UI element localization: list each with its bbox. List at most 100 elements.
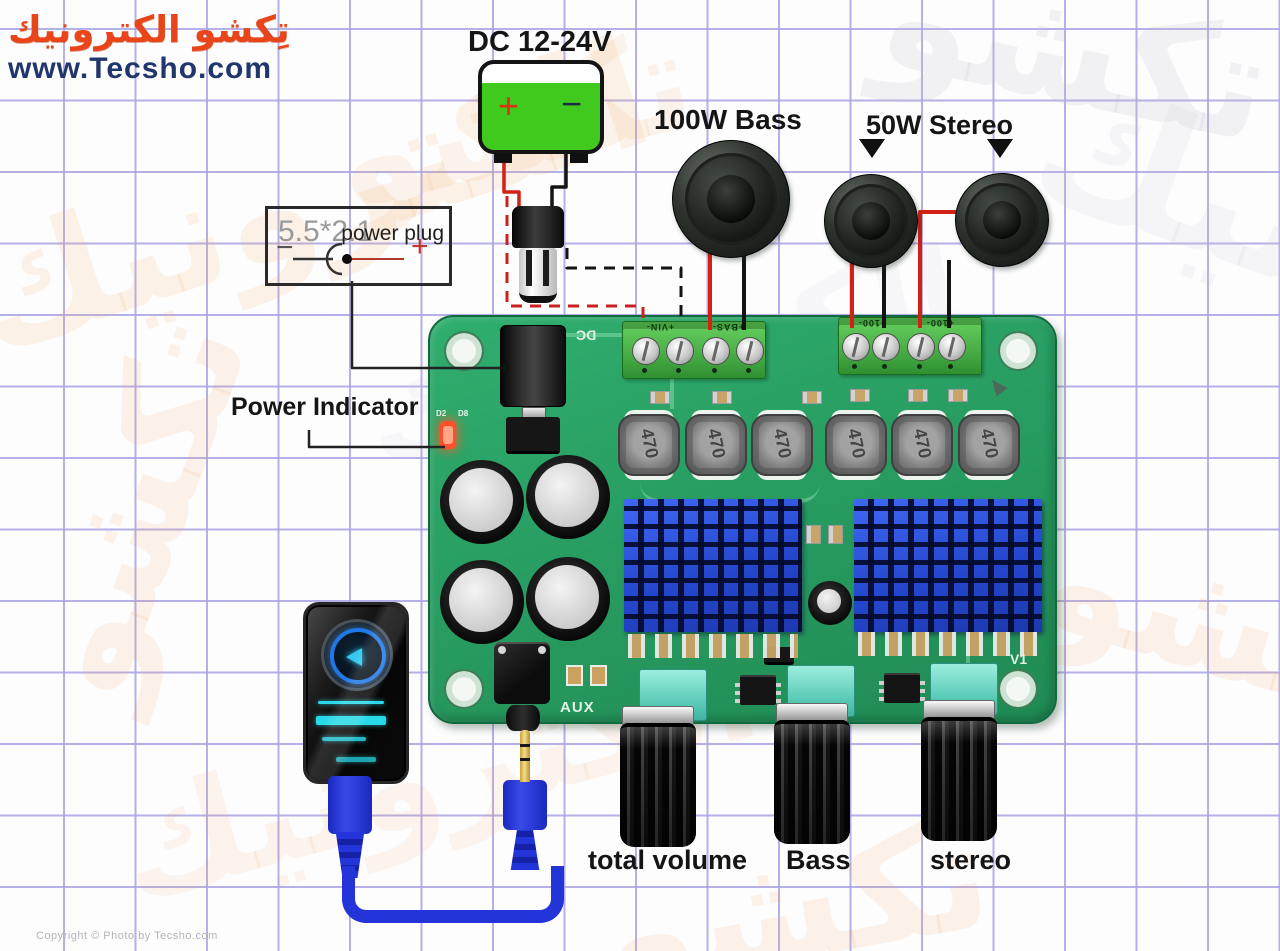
waveform-bar — [316, 716, 386, 725]
mounting-hole — [998, 669, 1038, 709]
terminal-hole — [642, 368, 647, 373]
smd-capacitor — [850, 389, 870, 402]
bass-label: Bass — [786, 845, 851, 875]
background-watermark: تكشو — [866, 0, 1280, 178]
inductor: 470 — [685, 414, 747, 476]
inductor: 470 — [958, 414, 1020, 476]
inductor: 470 — [825, 414, 887, 476]
smd-resistor — [590, 665, 607, 686]
filter-capacitor — [526, 455, 610, 539]
smd-transistor — [506, 417, 560, 454]
tecsho-arabic-logo: تِكشو الكترونيك — [8, 8, 290, 51]
smd-capacitor — [650, 391, 670, 404]
aux-cable-plug-right — [503, 780, 547, 830]
dc-plug-barrel — [519, 248, 557, 303]
dc-plug-cap — [512, 206, 564, 248]
terminal-screw — [632, 337, 660, 365]
terminal-block-power-bass: +VIN- +BAS- — [622, 321, 766, 379]
terminal-block-stereo-out: +100- +100- — [838, 317, 982, 375]
mounting-hole — [444, 669, 484, 709]
plug-size-label: 5.5*2.1 — [278, 215, 374, 248]
inductor: 470 — [891, 414, 953, 476]
smd-capacitor — [828, 525, 843, 544]
battery-terminal-negative — [570, 153, 588, 163]
terminal-hole — [746, 368, 751, 373]
power-indicator-pointer-line — [307, 430, 445, 449]
terminal-screw — [736, 337, 764, 365]
led-ref-d2: D2 — [436, 409, 447, 418]
smd-capacitor — [802, 391, 822, 404]
bass-knob[interactable] — [774, 720, 850, 844]
terminal-screw — [907, 333, 935, 361]
background-watermark: تكشو — [1023, 489, 1280, 765]
waveform-bar — [336, 757, 376, 762]
power-led — [440, 421, 456, 449]
smd-capacitor — [806, 525, 821, 544]
inductor: 470 — [751, 414, 813, 476]
power-indicator-label: Power Indicator — [231, 393, 419, 421]
plug-spec-box: 5.5*2.1 power plug − + — [265, 206, 452, 286]
resistor-row-right — [858, 632, 1040, 656]
terminal-hole — [852, 364, 857, 369]
filter-capacitor — [440, 560, 524, 644]
stereo-speaker-dome — [983, 201, 1021, 239]
waveform-bar — [322, 737, 366, 741]
heatsink-left — [624, 499, 802, 632]
plug-minus-symbol: − — [276, 231, 294, 264]
bass-speaker-dome — [707, 175, 755, 223]
play-icon — [346, 648, 362, 666]
stereo-speaker-dome — [852, 202, 890, 240]
terminal-hole — [882, 364, 887, 369]
mounting-hole — [444, 331, 484, 371]
aux-silkscreen: AUX — [560, 699, 595, 716]
stereo-speaker-right — [955, 173, 1049, 267]
terminal-hole — [712, 368, 717, 373]
terminal-screw — [842, 333, 870, 361]
plug-name-label: power plug — [341, 222, 444, 245]
terminal-silk-bass: +BAS- — [711, 322, 745, 332]
player-control-ring — [321, 619, 393, 691]
smd-capacitor — [712, 391, 732, 404]
inductor-value: 470 — [909, 426, 936, 461]
stereo-knob[interactable] — [921, 717, 997, 841]
background-watermark: تكشو — [0, 293, 284, 721]
dc-plug-lug — [543, 250, 549, 286]
resistor-row-left — [628, 634, 798, 658]
amplifier-board: DC D2 D8 +VIN- +BAS- +100- +100- — [428, 315, 1057, 731]
inductor-value: 470 — [636, 426, 663, 461]
inductor-value: 470 — [769, 426, 796, 461]
terminal-screw — [702, 337, 730, 365]
plug-plus-symbol: + — [411, 230, 429, 263]
terminal-hole — [676, 368, 681, 373]
smd-capacitor — [908, 389, 928, 402]
terminal-hole — [917, 364, 922, 369]
terminal-silk-vin: +VIN- — [645, 322, 675, 332]
aux-input-jack — [494, 642, 550, 704]
tecsho-site-url: www.Tecsho.com — [8, 52, 273, 85]
total-volume-label: total volume — [588, 845, 748, 875]
terminal-screw — [872, 333, 900, 361]
copyright-text: Copyright © Photo by Tecsho.com — [36, 930, 218, 942]
inductor-value: 470 — [703, 426, 730, 461]
opamp-ic — [879, 673, 925, 703]
mounting-hole — [998, 331, 1038, 371]
smd-capacitor — [948, 389, 968, 402]
battery-negative-wire — [550, 150, 568, 208]
inductor-value: 470 — [976, 426, 1003, 461]
volume-knob[interactable] — [620, 723, 696, 847]
terminal-screw — [666, 337, 694, 365]
inductor: 470 — [618, 414, 680, 476]
battery-minus-symbol: − — [560, 83, 582, 124]
stereo-speaker-label: 50W Stereo — [866, 110, 1014, 140]
bass-speaker-label: 100W Bass — [654, 104, 802, 135]
aux-cable — [342, 866, 564, 923]
psu-label: DC 12-24V — [468, 26, 612, 58]
battery: + − — [478, 60, 604, 163]
filter-capacitor — [440, 460, 524, 544]
dc-barrel-jack — [500, 325, 566, 407]
aux-cable-plug-left — [328, 776, 372, 834]
bass-speaker — [672, 140, 790, 258]
dc-plug-lug — [526, 250, 532, 286]
stereo-label: stereo — [930, 845, 1012, 875]
